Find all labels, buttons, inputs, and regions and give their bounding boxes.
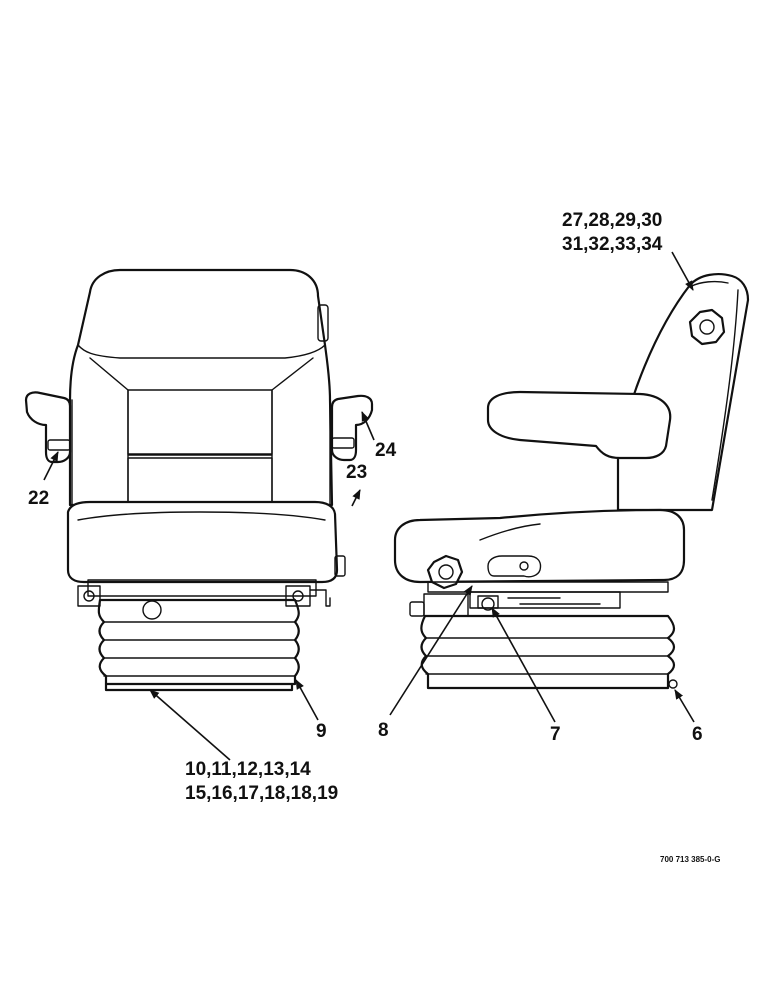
callout-15-19: 15,16,17,18,18,19 — [185, 783, 338, 804]
callout-31-34: 31,32,33,34 — [562, 234, 663, 255]
callout-9: 9 — [316, 721, 327, 742]
callout-24: 24 — [375, 440, 397, 461]
front-view-seat — [24, 268, 374, 692]
callout-6: 6 — [692, 724, 703, 745]
callout-7: 7 — [550, 724, 561, 745]
callout-10-14: 10,11,12,13,14 — [185, 759, 311, 780]
side-view-seat — [393, 273, 750, 690]
callout-8: 8 — [378, 720, 389, 741]
callout-23: 23 — [346, 462, 367, 483]
callout-27-30: 27,28,29,30 — [562, 210, 662, 231]
callout-22: 22 — [28, 488, 49, 509]
drawing-reference: 700 713 385-0-G — [660, 855, 721, 864]
leader-lines — [43, 251, 695, 761]
